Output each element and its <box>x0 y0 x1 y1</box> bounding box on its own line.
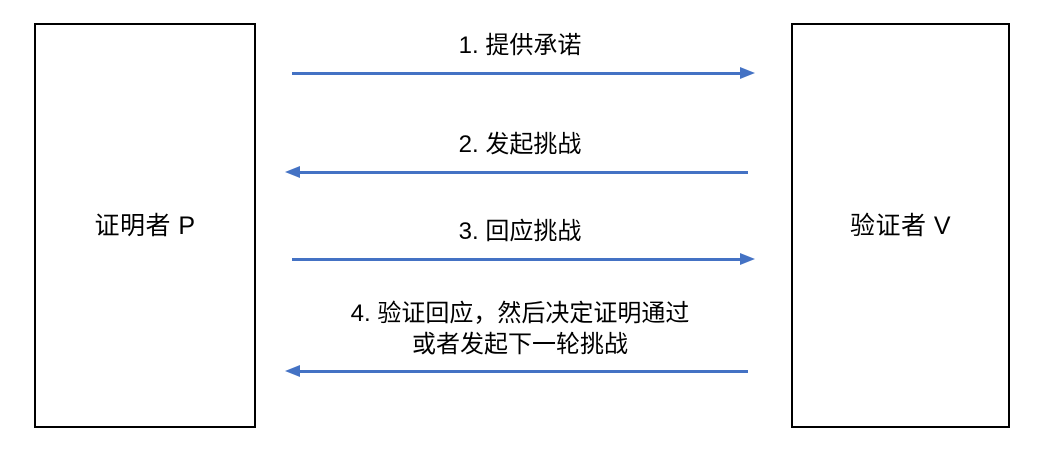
arrow-line <box>299 170 748 174</box>
message-1-label: 1. 提供承诺 <box>458 32 582 59</box>
message-2-arrow-left <box>285 165 755 181</box>
message-4-arrow-left <box>285 364 755 380</box>
message-4-label: 4. 验证回应，然后决定证明通过 或者发起下一轮挑战 <box>285 298 755 360</box>
arrow-line <box>292 257 741 261</box>
message-3-arrow-right <box>285 252 755 268</box>
arrow-line <box>292 71 741 75</box>
message-3-label: 3. 回应挑战 <box>458 218 582 245</box>
party-label-verifier: 验证者 V <box>849 211 952 240</box>
party-label-prover: 证明者 P <box>94 211 196 240</box>
party-box-verifier: 验证者 V <box>791 23 1010 428</box>
party-box-prover: 证明者 P <box>34 23 256 428</box>
message-3: 3. 回应挑战 <box>285 216 755 268</box>
message-4-label-line-2: 或者发起下一轮挑战 <box>412 331 628 359</box>
message-4: 4. 验证回应，然后决定证明通过 或者发起下一轮挑战 <box>285 298 755 380</box>
arrow-head-right-icon <box>740 66 755 79</box>
message-1: 1. 提供承诺 <box>285 30 755 82</box>
arrow-line <box>299 370 748 374</box>
message-1-arrow-right <box>285 66 755 82</box>
arrow-head-left-icon <box>285 365 300 378</box>
arrow-head-left-icon <box>285 165 300 178</box>
message-4-label-line-1: 4. 验证回应，然后决定证明通过 <box>350 300 690 327</box>
message-2-label: 2. 发起挑战 <box>458 131 582 158</box>
arrow-head-right-icon <box>740 252 755 265</box>
message-2: 2. 发起挑战 <box>285 129 755 181</box>
